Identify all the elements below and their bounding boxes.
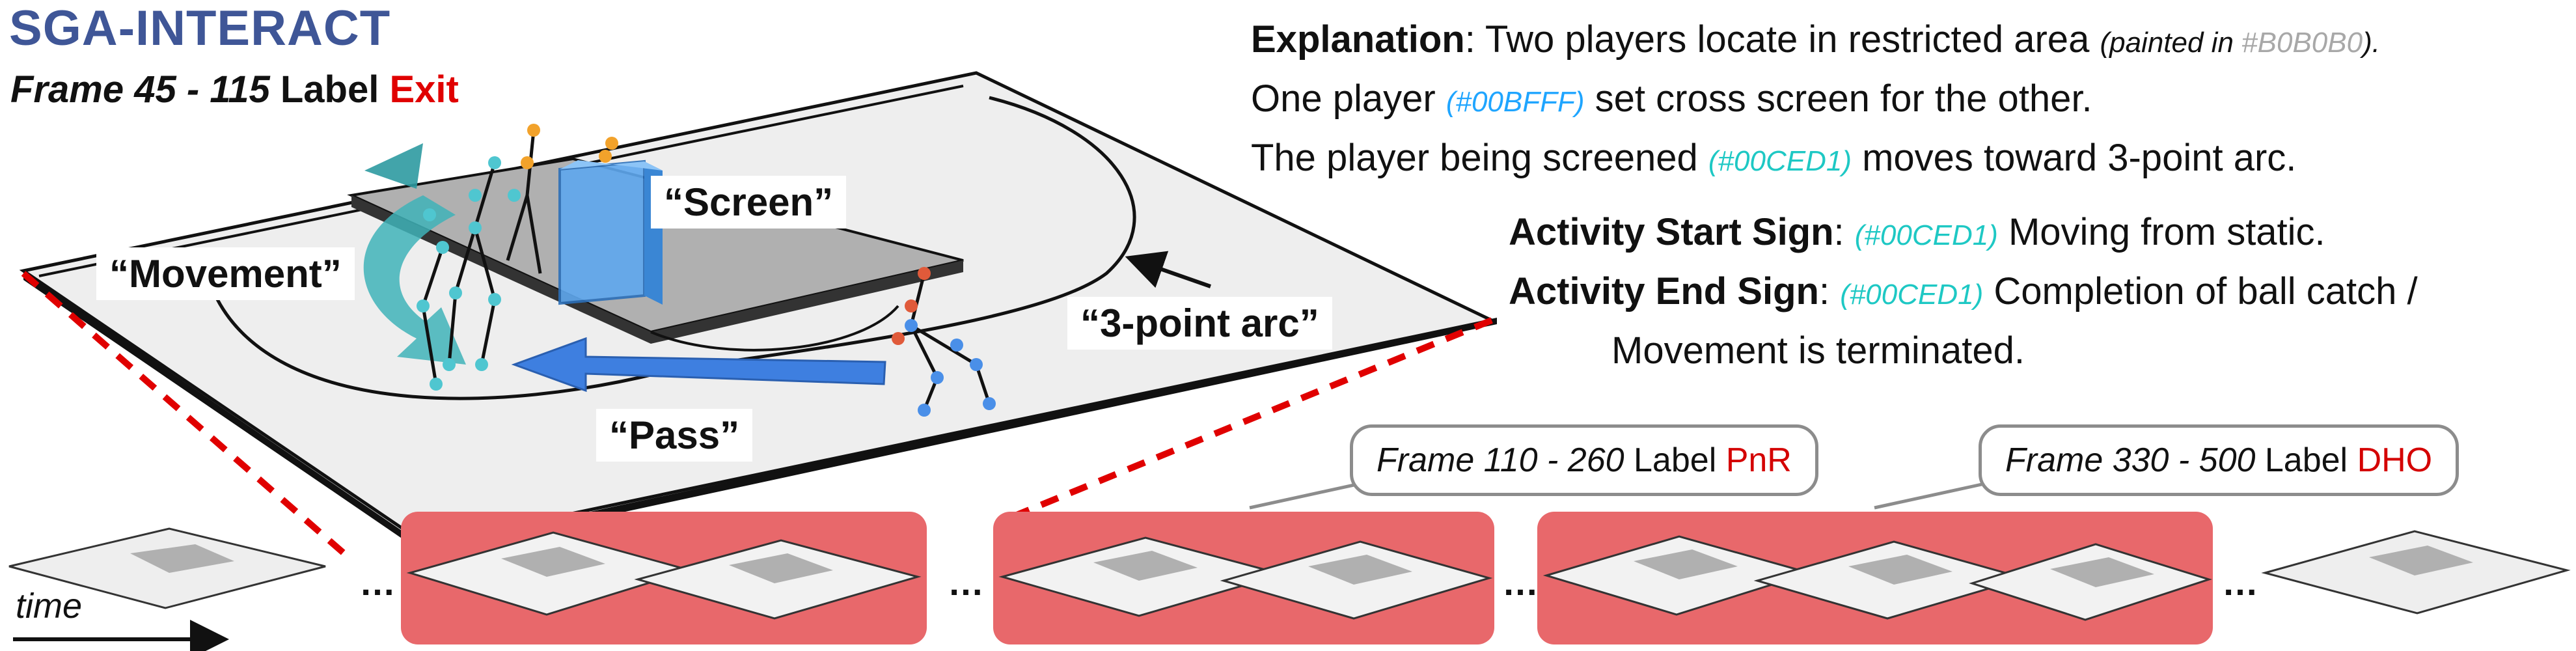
bubble-frame-range: Frame 330 - 500 [2005,441,2256,479]
end-sign-heading: Activity End Sign [1509,270,1819,312]
screen-block-top [560,160,663,171]
player-passer-joints [892,267,996,417]
bubble-label-word: Label [1634,441,1717,479]
main-frame-label: Frame 45 - 115 Label Exit [10,68,459,111]
screened-color-code: (#00CED1) [1708,145,1852,177]
zoom-connector-left [21,271,354,562]
three-point-label: “3-point arc” [1067,297,1332,350]
three-point-arc [213,96,1136,400]
end-sign-colon: : [1818,270,1841,312]
explanation-heading: Explanation [1251,18,1465,61]
start-sign-code: (#00CED1) [1854,219,1998,251]
free-throw-arc [650,305,899,352]
start-sign-colon: : [1833,211,1855,253]
main-frame-range: Frame 45 - 115 [10,68,270,111]
end-sign-line: Activity End Sign: (#00CED1) Completion … [1509,264,2418,323]
ellipsis-4: … [2222,562,2258,603]
explanation-paren-close: ). [2363,27,2380,59]
end-sign-text: Completion of ball catch / [1983,270,2418,312]
explanation-line3-pre: The player being screened [1251,137,1708,179]
explanation-line2-pre: One player [1251,77,1446,120]
mini-court-exit-2 [634,539,922,620]
main-label-word: Label [280,68,379,111]
main-label-value: Exit [389,68,459,111]
player-screened-skeleton [421,162,497,385]
bubble-frame-range: Frame 110 - 260 [1377,441,1624,479]
screen-block-front [558,159,646,305]
mini-court-end [2261,530,2571,615]
explanation-line2-post: set cross screen for the other. [1584,77,2092,120]
zoom-connector-right [1001,317,1493,524]
screener-color-code: (#00BFFF) [1446,86,1585,118]
movement-arrow [363,195,466,365]
explanation-paren-open: (painted in [2100,27,2242,59]
explanation-line-3: The player being screened (#00CED1) move… [1251,130,2380,189]
figure-title: SGA-INTERACT [9,1,391,56]
explanation-line1-text: : Two players locate in restricted area [1464,18,2100,61]
mini-court-dho-3 [1969,543,2212,621]
end-sign-text-2: Movement is terminated. [1611,329,2025,372]
player-screener-joints [521,124,618,169]
segment-bubble-dho: Frame 330 - 500 Label DHO [1979,424,2460,496]
start-sign-heading: Activity Start Sign [1509,211,1834,253]
bubble-label-word: Label [2264,441,2348,479]
activity-signs: Activity Start Sign: (#00CED1) Moving fr… [1509,204,2418,379]
mini-court-pnr-2 [1220,540,1493,620]
mini-court-start [8,527,326,609]
three-point-pointer [1125,251,1211,288]
movement-arrow-top [364,143,423,189]
explanation-block: Explanation: Two players locate in restr… [1251,12,2380,189]
start-sign-text: Moving from static. [1997,211,2325,253]
bubble-label-value: DHO [2357,441,2433,479]
bubble-label-value: PnR [1725,441,1792,479]
end-sign-line-2: Movement is terminated. [1509,323,2418,379]
explanation-line-1: Explanation: Two players locate in restr… [1251,12,2380,71]
explanation-line-2: One player (#00BFFF) set cross screen fo… [1251,71,2380,130]
start-sign-line: Activity Start Sign: (#00CED1) Moving fr… [1509,204,2418,264]
time-label: time [16,587,83,626]
player-screened-joints [417,156,521,391]
restricted-color-code: #B0B0B0 [2241,27,2363,59]
end-sign-code: (#00CED1) [1840,279,1984,311]
restricted-area-edge [351,195,963,344]
movement-label: “Movement” [96,247,355,300]
segment-bubble-pnr: Frame 110 - 260 Label PnR [1350,424,1818,496]
ellipsis-2: … [948,562,984,603]
pass-arrow [511,337,886,393]
screen-label: “Screen” [651,176,847,229]
ellipsis-3: … [1502,562,1539,603]
explanation-line3-post: moves toward 3-point arc. [1851,137,2297,179]
pass-label: “Pass” [596,409,753,462]
ellipsis-1: … [359,562,396,603]
